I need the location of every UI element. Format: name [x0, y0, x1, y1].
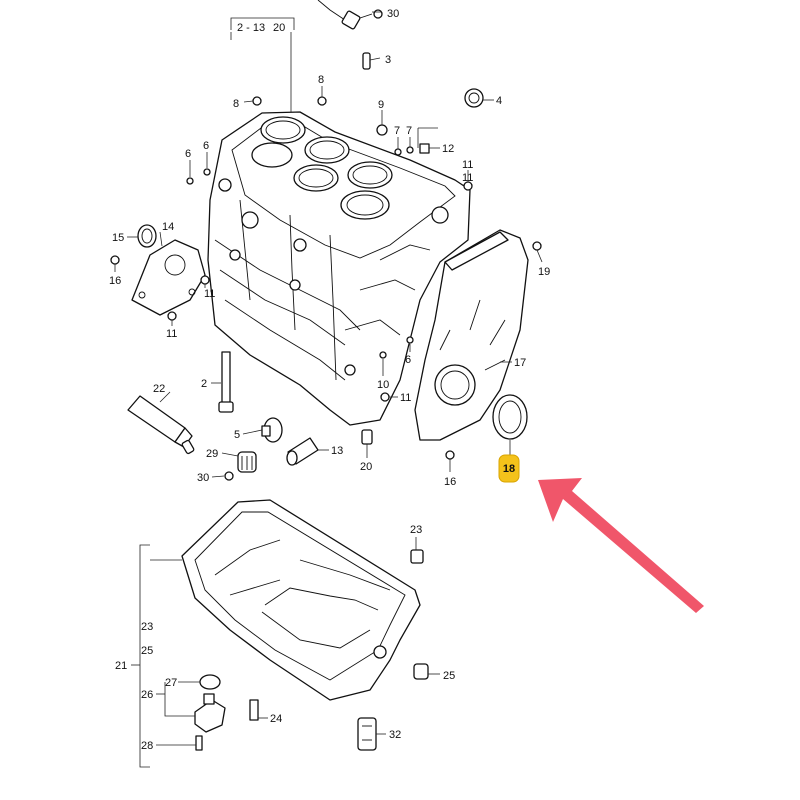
timing-cover [414, 229, 529, 441]
label-16-left: 16 [109, 275, 121, 287]
label-8-right: 8 [318, 74, 324, 86]
label-24: 24 [270, 713, 282, 725]
label-6-b: 6 [203, 140, 209, 152]
label-11-d: 11 [166, 328, 177, 340]
label-5: 5 [234, 429, 240, 441]
label-30-bottom: 30 [197, 472, 209, 484]
drain-plug-part-23 [410, 549, 424, 564]
label-3: 3 [385, 54, 391, 66]
bolt-part-2 [218, 351, 234, 413]
label-21: 21 [115, 660, 127, 672]
pointer-arrow-icon [538, 478, 704, 613]
dowel-part-20 [361, 429, 373, 445]
part-5 [261, 417, 283, 443]
part-29 [237, 451, 257, 473]
label-27: 27 [165, 677, 177, 689]
bolt-part-28 [195, 735, 203, 751]
label-11-b: 11 [462, 172, 473, 184]
label-15: 15 [112, 232, 124, 244]
plug-part-4 [464, 88, 484, 108]
label-8-left: 8 [233, 98, 239, 110]
part-labels: 2 - 13 20 30 3 4 8 8 9 7 7 12 6 6 11 11 … [109, 8, 550, 752]
label-26: 26 [141, 689, 153, 701]
label-14: 14 [162, 221, 174, 233]
pin-part-3 [362, 52, 371, 70]
label-4: 4 [496, 95, 502, 107]
drain-plug-part-25 [413, 663, 429, 680]
label-23-left: 23 [141, 621, 153, 633]
flange-part-14 [131, 239, 206, 316]
label-20-bottom: 20 [360, 461, 372, 473]
sleeve-part-13 [286, 437, 319, 466]
sealant-tube-part-22 [127, 395, 195, 455]
label-13: 13 [331, 445, 343, 457]
sensor-part-26 [194, 693, 226, 733]
highlight-badge-18: 18 [498, 454, 520, 483]
oil-pan [181, 499, 421, 701]
label-12: 12 [442, 143, 454, 155]
label-17: 17 [514, 357, 526, 369]
label-6-a: 6 [185, 148, 191, 160]
label-25-left: 25 [141, 645, 153, 657]
label-6-c: 6 [405, 354, 411, 366]
sensor-part-32 [357, 717, 377, 751]
bolt-part-24 [249, 699, 259, 721]
label-7-b: 7 [406, 125, 412, 137]
label-20-top: 20 [273, 22, 285, 34]
label-22: 22 [153, 383, 165, 395]
label-23-right: 23 [410, 524, 422, 536]
label-2: 2 [201, 378, 207, 390]
label-29: 29 [206, 448, 218, 460]
label-11-a: 11 [462, 159, 473, 171]
label-10: 10 [377, 379, 389, 391]
label-11-e: 11 [400, 392, 411, 404]
label-11-c: 11 [204, 288, 215, 300]
highlight-label-18: 18 [503, 463, 515, 475]
label-32: 32 [389, 729, 401, 741]
bracket-label-2-13: 2 - 13 [237, 22, 265, 34]
label-25-right: 25 [443, 670, 455, 682]
label-30-top: 30 [387, 8, 399, 20]
label-16-right: 16 [444, 476, 456, 488]
sensor-part-30 [317, 0, 373, 30]
o-ring-part-27 [199, 674, 221, 690]
seal-part-15 [137, 224, 157, 248]
seal-part-18 [492, 394, 528, 440]
engine-block [207, 111, 471, 426]
label-28: 28 [141, 740, 153, 752]
label-7-a: 7 [394, 125, 400, 137]
label-9: 9 [378, 99, 384, 111]
label-19: 19 [538, 266, 550, 278]
leader-lines [114, 11, 543, 768]
